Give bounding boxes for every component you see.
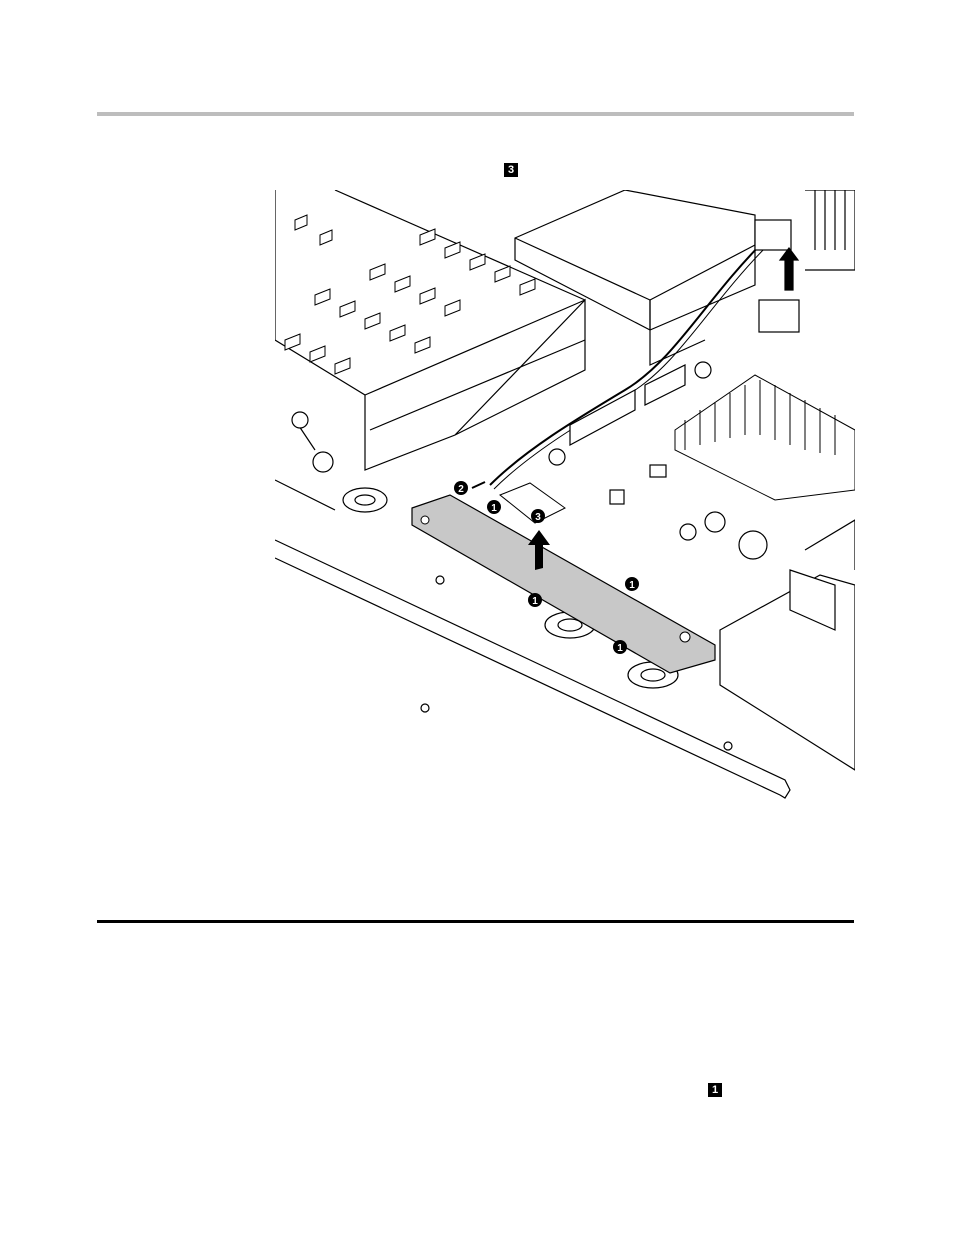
removal-illustration: 2 1 3 1 1 1 [275, 190, 855, 810]
callout-2: 2 [458, 484, 464, 495]
illustration-svg: 2 1 3 1 1 1 [275, 190, 855, 810]
step-badge: 3 [504, 163, 518, 177]
section-rule [97, 920, 854, 923]
callout-1-clip-top: 1 [491, 503, 497, 514]
callout-1-clip-bottom: 1 [617, 643, 623, 654]
step-badge: 1 [708, 1083, 722, 1097]
callout-1-clip-right: 1 [629, 580, 635, 591]
callout-3: 3 [535, 512, 541, 523]
callout-1-clip-left: 1 [532, 596, 538, 607]
header-rule [97, 112, 854, 116]
